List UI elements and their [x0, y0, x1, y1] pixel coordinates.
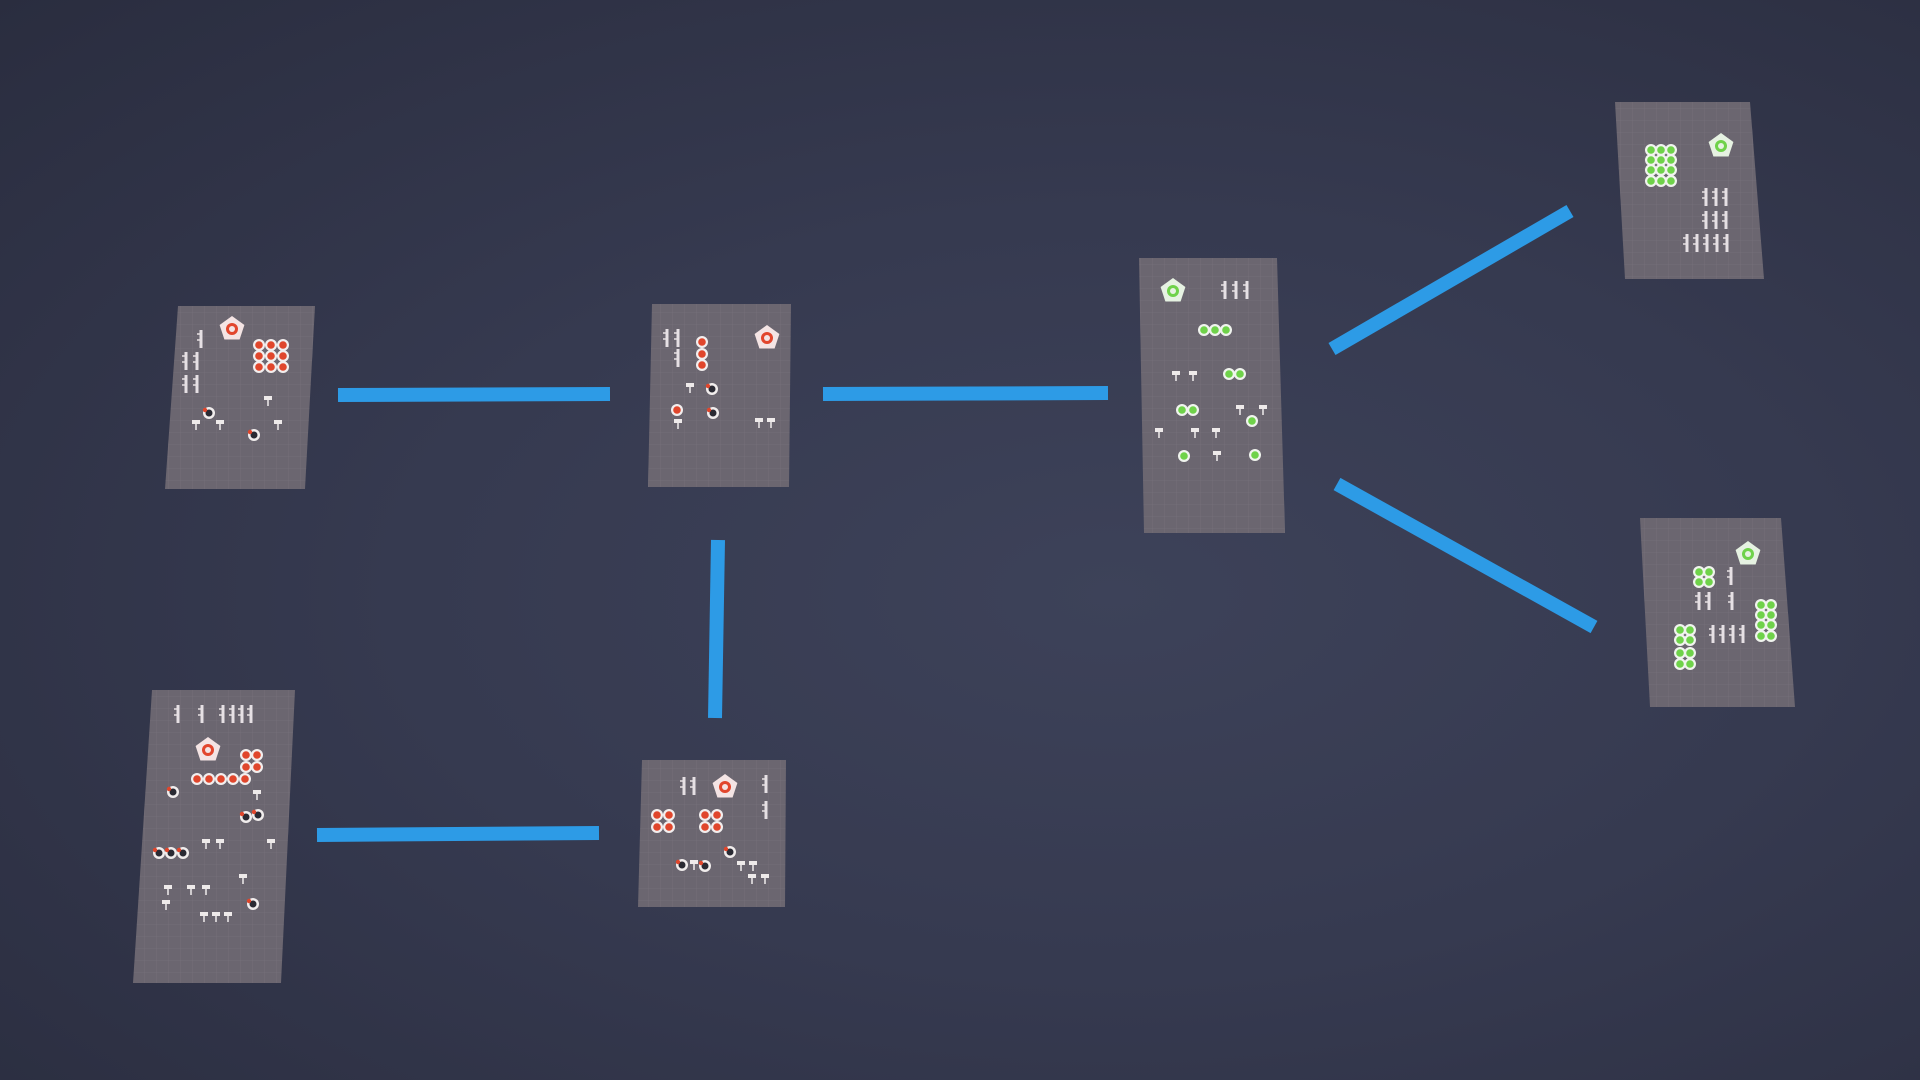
enemy-base-4[interactable] — [638, 760, 786, 907]
connection-line — [708, 539, 725, 719]
connection-line — [822, 386, 1109, 401]
connections — [316, 204, 1598, 842]
connection-line — [1333, 477, 1598, 634]
ally-base-1[interactable] — [1139, 258, 1285, 533]
connection-line — [1328, 204, 1574, 356]
ally-base-3[interactable] — [1640, 518, 1795, 707]
enemy-base-2[interactable] — [648, 304, 791, 487]
connection-line — [316, 826, 600, 842]
enemy-base-3[interactable] — [133, 0, 768, 983]
enemy-base-1[interactable] — [165, 306, 315, 489]
infantry-group[interactable] — [253, 339, 289, 373]
connection-line — [337, 387, 611, 402]
ally-base-2[interactable] — [1615, 102, 1764, 279]
infantry-group[interactable] — [1645, 144, 1677, 187]
